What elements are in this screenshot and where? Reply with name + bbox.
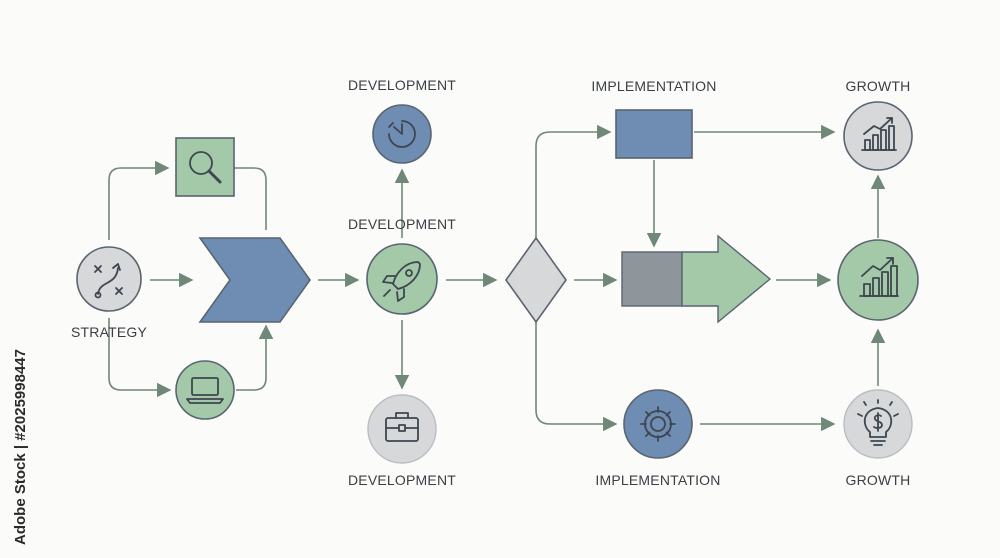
rocket-icon bbox=[382, 261, 421, 302]
growth-bottom-label: GROWTH bbox=[846, 472, 911, 488]
stock-watermark: Adobe Stock | #2025998447 bbox=[12, 349, 29, 545]
search-node bbox=[175, 137, 235, 197]
growth-chart-mid-node bbox=[837, 239, 919, 321]
edge-strategy-to-search bbox=[108, 160, 170, 240]
big-arrow bbox=[621, 234, 772, 324]
edge-laptop-to-chevron bbox=[236, 324, 274, 391]
edge-search-to-chevron bbox=[234, 167, 267, 230]
bar-chart-icon bbox=[859, 257, 899, 297]
development-top-label: DEVELOPMENT bbox=[348, 77, 456, 93]
briefcase-icon bbox=[385, 412, 419, 442]
implementation-bottom-label: IMPLEMENTATION bbox=[595, 472, 720, 488]
implementation-top-label: IMPLEMENTATION bbox=[591, 78, 716, 94]
timer-node bbox=[372, 104, 432, 164]
gear-node bbox=[623, 389, 693, 459]
edge-diamond-to-rect bbox=[535, 124, 612, 238]
rocket-node bbox=[366, 243, 438, 315]
laptop-node bbox=[175, 360, 235, 420]
development-mid-label: DEVELOPMENT bbox=[348, 216, 456, 232]
development-bottom-label: DEVELOPMENT bbox=[348, 472, 456, 488]
growth-chart-top-node bbox=[843, 101, 913, 171]
growth-top-label: GROWTH bbox=[846, 78, 911, 94]
laptop-icon bbox=[186, 377, 224, 404]
magnifier-icon bbox=[189, 151, 222, 184]
implementation-rect bbox=[615, 109, 693, 159]
connectors bbox=[108, 124, 886, 432]
lightbulb-node bbox=[843, 389, 913, 459]
strategy-play-icon bbox=[94, 263, 123, 299]
gear-icon bbox=[640, 406, 676, 442]
bar-chart-icon bbox=[861, 117, 897, 151]
strategy-label: STRATEGY bbox=[71, 324, 147, 340]
timer-icon bbox=[388, 120, 416, 148]
strategy-chevron bbox=[198, 237, 311, 323]
lightbulb-dollar-icon bbox=[857, 399, 899, 446]
decision-diamond bbox=[505, 236, 567, 324]
edge-diamond-to-gear bbox=[535, 322, 618, 432]
strategy-node bbox=[76, 246, 142, 312]
edge-strategy-to-laptop bbox=[108, 318, 172, 398]
stock-id-text: Adobe Stock | #2025998447 bbox=[12, 349, 29, 545]
briefcase-node bbox=[367, 394, 437, 464]
